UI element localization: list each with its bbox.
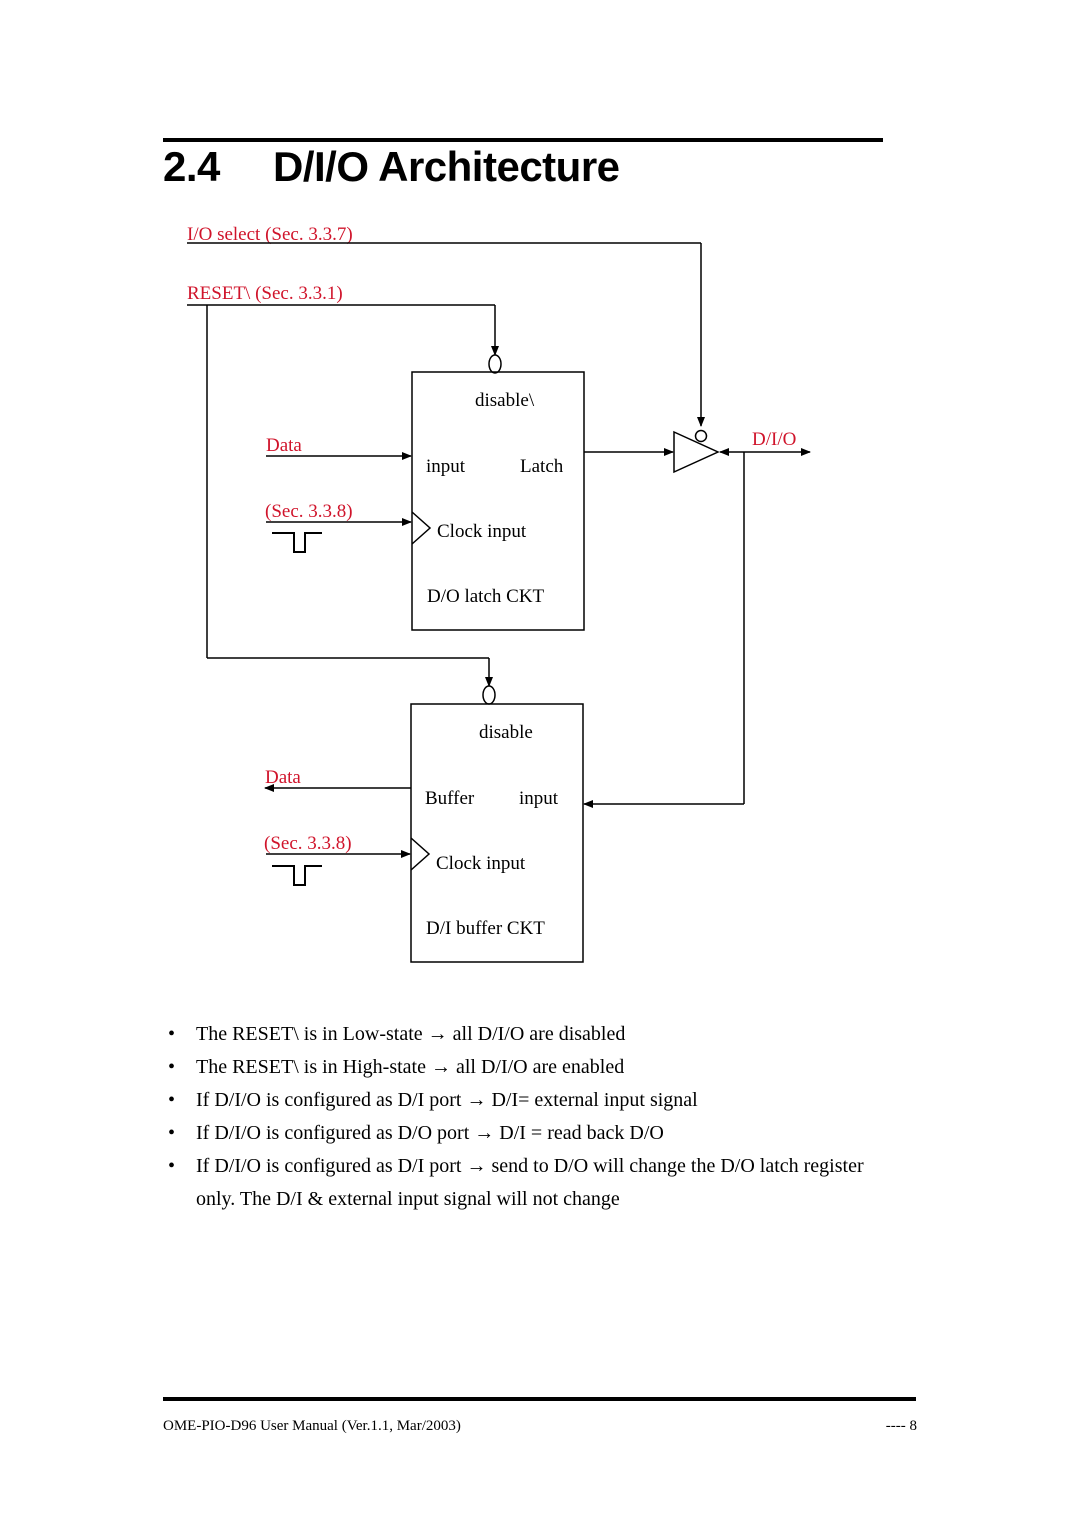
bullet-text: The RESET\ is in High-state → all D/I/O … [196, 1056, 625, 1078]
header-rule [163, 138, 883, 142]
page-number: ---- 8 [885, 1418, 917, 1434]
pulse-icon-top [272, 532, 322, 553]
latch-clock-label: Clock input [437, 521, 527, 542]
dio-label: D/I/O [752, 429, 796, 450]
buffer-block [410, 703, 584, 963]
bullet-symbol: • [168, 1089, 176, 1111]
data-in-label: Data [266, 435, 302, 456]
bullet-item: • If D/I/O is configured as D/O port → D/… [160, 1117, 880, 1150]
bullet-symbol: • [168, 1023, 176, 1045]
bullet-symbol: • [168, 1056, 176, 1078]
bullet-list: • The RESET\ is in Low-state → all D/I/O … [160, 1018, 880, 1216]
reset-label: RESET\ (Sec. 3.3.1) [187, 283, 343, 304]
bullet-item: • If D/I/O is configured as D/I port → D/… [160, 1084, 880, 1117]
bullet-item: • The RESET\ is in High-state → all D/I/O… [160, 1051, 880, 1084]
bullet-text: If D/I/O is configured as D/I port → sen… [196, 1155, 864, 1210]
pulse-icon-bottom [272, 865, 322, 886]
bullet-text: If D/I/O is configured as D/I port → D/I… [196, 1089, 698, 1111]
footer-text: OME-PIO-D96 User Manual (Ver.1.1, Mar/20… [163, 1418, 461, 1434]
sec-top-label: (Sec. 3.3.8) [265, 501, 353, 522]
bullet-symbol: • [168, 1122, 176, 1144]
latch-disable-label: disable\ [475, 390, 535, 411]
bullet-symbol: • [168, 1155, 176, 1177]
buffer-clock-triangle [410, 837, 431, 871]
bullet-item: • If D/I/O is configured as D/I port → se… [160, 1150, 880, 1216]
section-title-text: D/I/O Architecture [273, 143, 620, 190]
latch-disable-bubble [488, 354, 502, 374]
data-out-label: Data [265, 767, 301, 788]
tristate-enable-bubble [694, 429, 708, 443]
buffer-input-label: input [519, 788, 559, 809]
tristate-buffer-icon [673, 430, 720, 474]
buffer-disable-label: disable [479, 722, 533, 743]
latch-latch-label: Latch [520, 456, 564, 477]
buffer-name-label: D/I buffer CKT [426, 918, 545, 939]
buffer-disable-bubble [482, 685, 496, 705]
latch-input-label: input [426, 456, 466, 477]
dio-architecture-diagram: I/O select (Sec. 3.3.7) RESET\ (Sec. 3.3… [187, 224, 811, 963]
io-select-label: I/O select (Sec. 3.3.7) [187, 224, 353, 245]
latch-name-label: D/O latch CKT [427, 586, 545, 607]
bullet-text: If D/I/O is configured as D/O port → D/I… [196, 1122, 664, 1144]
section-number: 2.4 [163, 143, 220, 190]
sec-bottom-label: (Sec. 3.3.8) [264, 833, 352, 854]
bullet-text: The RESET\ is in Low-state → all D/I/O a… [196, 1023, 626, 1045]
latch-clock-triangle [411, 511, 432, 545]
section-title: 2.4 D/I/O Architecture [163, 143, 620, 191]
bullet-item: • The RESET\ is in Low-state → all D/I/O … [160, 1018, 880, 1051]
latch-block [411, 371, 585, 631]
buffer-clock-label: Clock input [436, 853, 526, 874]
buffer-buffer-label: Buffer [425, 788, 475, 809]
footer-rule [163, 1397, 916, 1401]
